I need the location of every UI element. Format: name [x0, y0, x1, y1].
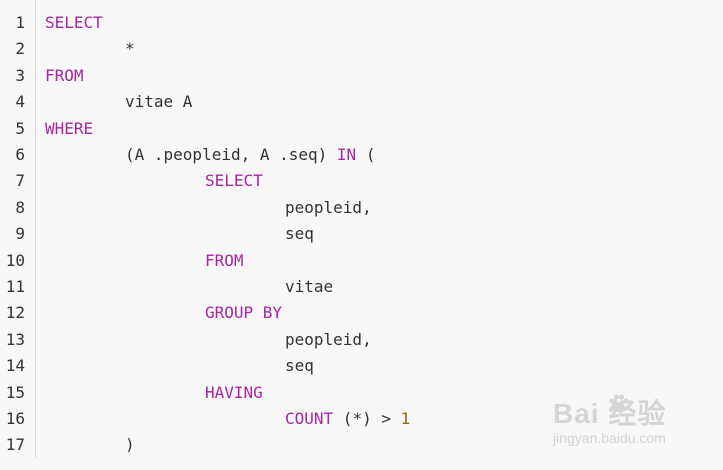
code-text: SELECT [205, 168, 263, 194]
code-line: 16 COUNT (*) > 1 [0, 406, 723, 432]
line-number: 3 [15, 65, 25, 85]
watermark-url: jingyan.baidu.com [553, 430, 666, 446]
code-text: vitae A [125, 89, 192, 115]
line-number: 12 [5, 303, 25, 323]
code-line: 3 FROM [0, 63, 723, 89]
sql-keyword: GROUP BY [205, 303, 283, 323]
code-text: WHERE [45, 116, 93, 142]
sql-keyword: HAVING [205, 382, 263, 402]
line-number: 8 [15, 197, 25, 217]
line-number: 5 [15, 118, 25, 138]
code-token: seq [285, 356, 314, 376]
sql-keyword: WHERE [45, 118, 94, 138]
line-number: 4 [15, 92, 25, 112]
code-text: COUNT (*) > 1 [285, 406, 410, 432]
code-text: FROM [205, 248, 244, 274]
line-number: 13 [5, 329, 25, 349]
code-token: (*) > [333, 409, 401, 428]
code-text: seq [285, 353, 314, 379]
code-text: FROM [45, 63, 84, 89]
sql-keyword: SELECT [45, 13, 103, 32]
code-token: peopleid, [285, 197, 372, 217]
line-number: 9 [15, 224, 25, 244]
code-text: vitae [285, 274, 333, 300]
code-token: peopleid, [285, 329, 372, 349]
code-text: (A .peopleid, A .seq) IN ( [125, 142, 375, 168]
code-text: HAVING [205, 380, 263, 406]
line-number: 15 [5, 382, 25, 402]
code-line: 14 seq [0, 353, 723, 379]
code-line: 6 (A .peopleid, A .seq) IN ( [0, 142, 723, 168]
sql-keyword: FROM [45, 65, 84, 85]
code-line: 7 SELECT [0, 168, 723, 194]
code-text: GROUP BY [205, 300, 282, 326]
code-token: * [125, 39, 135, 59]
code-line: 12 GROUP BY [0, 300, 723, 326]
sql-keyword: FROM [205, 250, 244, 270]
code-text: SELECT [45, 10, 103, 36]
sql-keyword: IN [336, 145, 357, 164]
code-text: peopleid, [285, 327, 372, 353]
line-number: 2 [15, 39, 25, 59]
baidu-jingyan-watermark: Bai 经验 jingyan.baidu.com [553, 392, 693, 456]
line-number-gutter [0, 0, 36, 458]
code-text: peopleid, [285, 195, 372, 221]
code-line: 8 peopleid, [0, 195, 723, 221]
code-line: 5 WHERE [0, 116, 723, 142]
code-token: (A .peopleid, A .seq) [125, 145, 337, 164]
code-line: 1 SELECT [0, 10, 723, 36]
code-line: 9 seq [0, 221, 723, 247]
code-line: 13 peopleid, [0, 327, 723, 353]
code-token: vitae [285, 277, 334, 296]
code-line: 15 HAVING [0, 380, 723, 406]
line-number: 14 [5, 356, 25, 376]
code-token: ) [125, 435, 135, 455]
sql-keyword: COUNT [285, 409, 334, 428]
code-line: 17) [0, 432, 723, 458]
code-token: ( [356, 145, 376, 164]
line-number: 1 [15, 13, 25, 32]
line-number: 6 [15, 145, 25, 164]
line-number: 16 [5, 409, 25, 428]
sql-keyword: SELECT [205, 171, 263, 191]
code-line: 4 vitae A [0, 89, 723, 115]
line-number: 7 [15, 171, 25, 191]
line-number: 11 [5, 277, 25, 296]
code-text: * [125, 36, 135, 62]
line-number: 17 [5, 435, 25, 455]
code-text: seq [285, 221, 314, 247]
code-token: vitae A [125, 92, 193, 112]
line-number: 10 [5, 250, 25, 270]
code-text: ) [125, 432, 135, 458]
code-line: 10 FROM [0, 248, 723, 274]
code-line: 2* [0, 36, 723, 62]
code-token: seq [285, 224, 314, 244]
watermark-logo: Bai 经验 [553, 398, 667, 429]
paw-icon [609, 394, 629, 412]
code-line: 11 vitae [0, 274, 723, 300]
number-literal: 1 [400, 409, 411, 428]
